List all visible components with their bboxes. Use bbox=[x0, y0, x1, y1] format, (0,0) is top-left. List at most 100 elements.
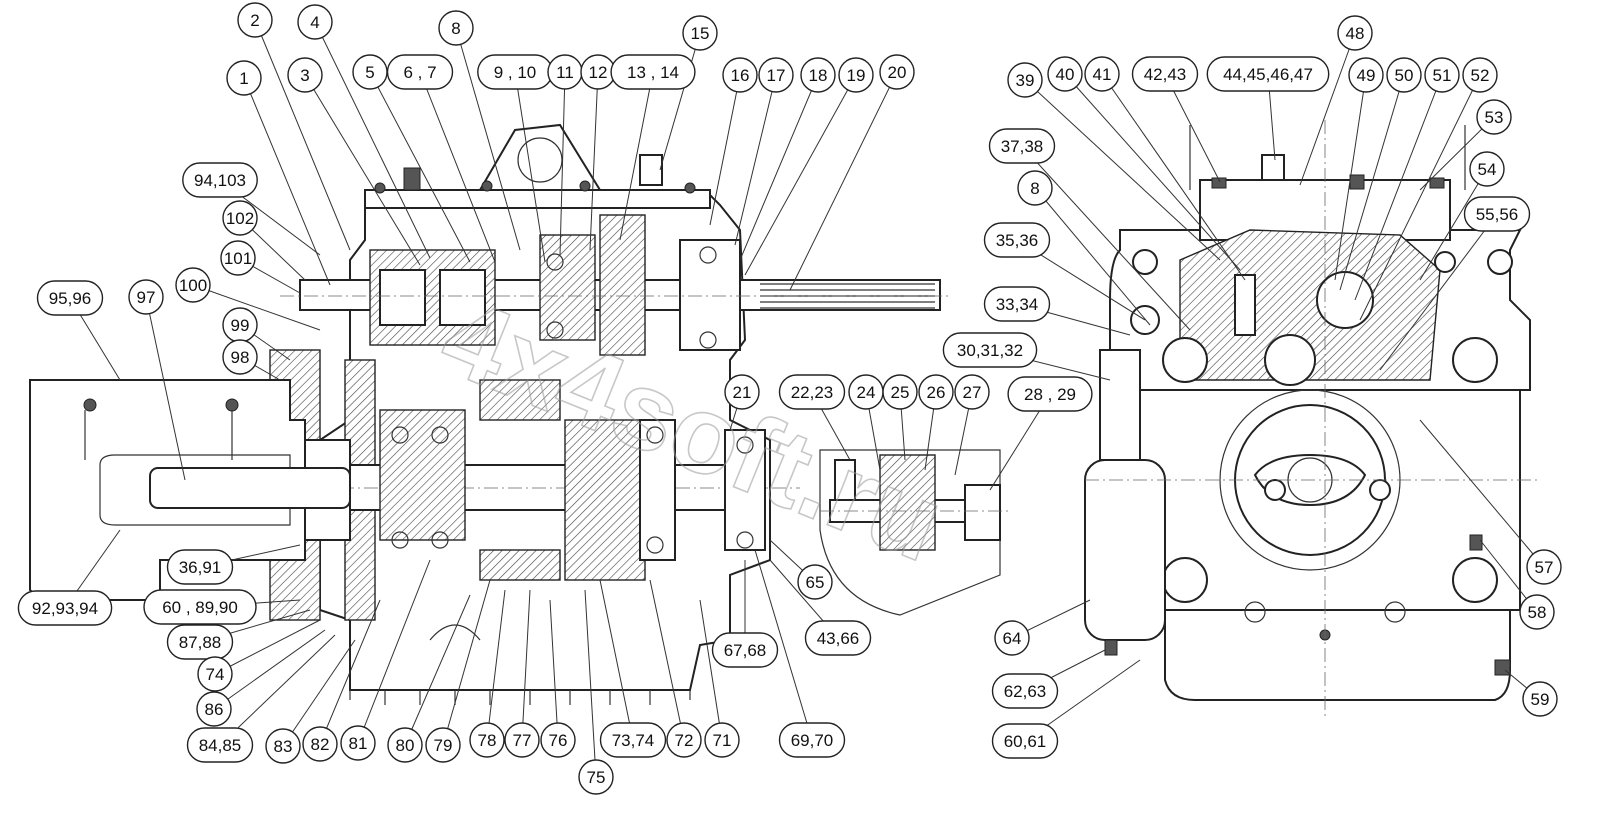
callout-bubble bbox=[1337, 15, 1373, 51]
callout-c8a: 8 bbox=[438, 10, 474, 46]
callout-c5: 5 bbox=[352, 54, 388, 90]
detail-view bbox=[819, 449, 1010, 616]
callout-c44: 44,45,46,47 bbox=[1206, 56, 1330, 92]
callout-bubble bbox=[1526, 549, 1562, 585]
callout-c6970: 69,70 bbox=[778, 722, 846, 758]
callout-number: 16 bbox=[731, 66, 750, 85]
leader-line bbox=[282, 639, 356, 747]
callout-bubble bbox=[1206, 56, 1330, 92]
sump-fins bbox=[349, 690, 691, 705]
callout-c2: 2 bbox=[237, 2, 273, 38]
callout-number: 13 , 14 bbox=[627, 63, 679, 82]
callout-c3334: 33,34 bbox=[983, 286, 1051, 322]
callout-number: 75 bbox=[587, 768, 606, 787]
callout-bubble bbox=[758, 57, 794, 93]
callout-bubble bbox=[287, 57, 323, 93]
callout-c48: 48 bbox=[1337, 15, 1373, 51]
callout-number: 57 bbox=[1535, 558, 1554, 577]
callout-c6: 6 , 7 bbox=[386, 54, 454, 90]
leader-line bbox=[744, 74, 857, 276]
callout-bubble bbox=[599, 722, 667, 758]
callout-number: 62,63 bbox=[1004, 682, 1047, 701]
callout-bubble bbox=[610, 54, 696, 90]
callout-number: 5 bbox=[365, 63, 374, 82]
callout-number: 3 bbox=[300, 66, 309, 85]
callout-c82: 82 bbox=[302, 726, 338, 762]
callout-bubble bbox=[942, 332, 1038, 368]
section-view bbox=[29, 123, 950, 705]
leader-line bbox=[442, 579, 491, 746]
callout-bubble bbox=[128, 279, 164, 315]
callout-c17: 17 bbox=[758, 57, 794, 93]
leader-line bbox=[1359, 74, 1481, 321]
callout-bubble bbox=[386, 54, 454, 90]
callout-bubble bbox=[1424, 57, 1460, 93]
leader-line bbox=[192, 284, 321, 331]
callout-bubble bbox=[1007, 62, 1043, 98]
callout-bubble bbox=[1386, 57, 1422, 93]
callout-c76: 76 bbox=[540, 722, 576, 758]
callout-number: 51 bbox=[1433, 66, 1452, 85]
callout-bubble bbox=[504, 722, 540, 758]
callout-number: 49 bbox=[1357, 66, 1376, 85]
callout-number: 102 bbox=[226, 209, 254, 228]
callout-bubble bbox=[222, 200, 258, 236]
callout-number: 50 bbox=[1395, 66, 1414, 85]
callout-c72: 72 bbox=[666, 722, 702, 758]
callout-c19: 19 bbox=[838, 57, 874, 93]
leader-line bbox=[214, 619, 321, 675]
callout-c57: 57 bbox=[1526, 549, 1562, 585]
callout-number: 95,96 bbox=[49, 289, 92, 308]
callout-c4366: 43,66 bbox=[804, 620, 872, 656]
callout-bubble bbox=[722, 57, 758, 93]
leader-line bbox=[314, 21, 431, 259]
callout-bubble bbox=[724, 374, 760, 410]
callout-number: 40 bbox=[1056, 65, 1075, 84]
leader-line bbox=[145, 296, 186, 481]
callout-number: 78 bbox=[478, 731, 497, 750]
callout-bubble bbox=[1463, 196, 1531, 232]
callout-bubble bbox=[387, 727, 423, 763]
callout-number: 6 , 7 bbox=[403, 63, 436, 82]
callout-c3: 3 bbox=[287, 57, 323, 93]
callout-bubble bbox=[879, 54, 915, 90]
callout-number: 44,45,46,47 bbox=[1223, 65, 1313, 84]
callout-number: 52 bbox=[1471, 66, 1490, 85]
callout-number: 87,88 bbox=[179, 633, 222, 652]
callout-c21: 21 bbox=[724, 374, 760, 410]
callout-bubble bbox=[838, 57, 874, 93]
callout-number: 24 bbox=[857, 383, 876, 402]
callout-bubble bbox=[1519, 594, 1555, 630]
callout-c98: 98 bbox=[222, 339, 258, 375]
callout-number: 100 bbox=[179, 276, 207, 295]
callout-number: 43,66 bbox=[817, 629, 860, 648]
callout-c83: 83 bbox=[265, 728, 301, 764]
callout-bubble bbox=[1469, 151, 1505, 187]
callout-c3691: 36,91 bbox=[166, 549, 234, 585]
callout-number: 73,74 bbox=[612, 731, 655, 750]
callout-c99: 99 bbox=[222, 307, 258, 343]
callout-number: 37,38 bbox=[1001, 137, 1044, 156]
callout-bubble bbox=[1131, 56, 1199, 92]
leader-line bbox=[734, 74, 777, 246]
callout-number: 80 bbox=[396, 736, 415, 755]
callout-c18: 18 bbox=[800, 57, 836, 93]
leader-line bbox=[357, 559, 431, 744]
callout-number: 53 bbox=[1485, 108, 1504, 127]
callout-number: 4 bbox=[310, 13, 319, 32]
callout-c59: 59 bbox=[1522, 681, 1558, 717]
leader-line bbox=[1419, 419, 1545, 568]
callout-c49: 49 bbox=[1348, 57, 1384, 93]
callout-c2829: 28 , 29 bbox=[1007, 376, 1093, 412]
callout-bubble bbox=[704, 722, 740, 758]
callout-bubble bbox=[197, 656, 233, 692]
callout-number: 20 bbox=[888, 63, 907, 82]
callout-c8b: 8 bbox=[1017, 170, 1053, 206]
callout-c12: 12 bbox=[580, 54, 616, 90]
callout-number: 17 bbox=[767, 66, 786, 85]
callout-c64: 64 bbox=[994, 620, 1030, 656]
leader-line bbox=[659, 32, 701, 171]
callout-bubble bbox=[804, 620, 872, 656]
callout-number: 67,68 bbox=[724, 641, 767, 660]
